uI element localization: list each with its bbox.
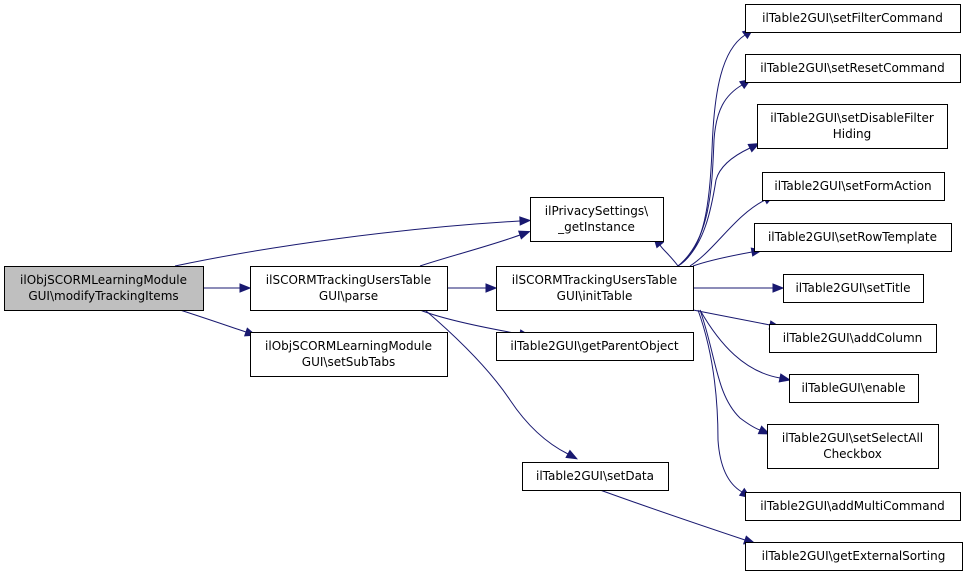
edge-inittable-to-setdisable — [677, 143, 761, 267]
node-getexternal[interactable]: ilTable2GUI\getExternalSorting — [745, 542, 963, 571]
node-label-line: ilTable2GUI\addMultiCommand — [760, 499, 945, 513]
node-label-line: ilTable2GUI\setResetCommand — [760, 61, 945, 75]
node-label-line: Hiding — [833, 127, 872, 141]
node-label-line: ilTable2GUI\setFilterCommand — [762, 11, 943, 25]
node-label-line: ilSCORMTrackingUsersTable — [512, 273, 677, 287]
node-label-line: ilTable2GUI\setDisableFilter — [770, 111, 934, 125]
edge-root-to-parse — [203, 283, 252, 293]
edge-root-to-setsubtabs — [179, 309, 257, 337]
node-label-line: ilObjSCORMLearningModule — [20, 273, 187, 287]
node-label-line: ilTable2GUI\setRowTemplate — [768, 230, 937, 244]
node-label-line: ilPrivacySettings\ — [545, 204, 649, 218]
node-label-line: ilSCORMTrackingUsersTable — [266, 273, 431, 287]
node-addmulti[interactable]: ilTable2GUI\addMultiCommand — [745, 492, 961, 521]
node-label-line: ilTable2GUI\setTitle — [795, 281, 910, 295]
edge-root-to-privacy — [174, 216, 532, 267]
node-label-line: GUI\initTable — [557, 289, 633, 303]
edge-parse-to-inittable — [447, 283, 498, 293]
edge-inittable-to-setreset — [677, 78, 752, 267]
node-label-line: ilTable2GUI\getParentObject — [510, 339, 678, 353]
node-settitle[interactable]: ilTable2GUI\setTitle — [783, 274, 924, 303]
node-label-line: ilTable2GUI\getExternalSorting — [762, 549, 946, 563]
call-nodes: ilObjSCORMLearningModuleGUI\modifyTracki… — [4, 4, 963, 571]
node-label-line: Checkbox — [823, 447, 882, 461]
node-label-line: GUI\modifyTrackingItems — [28, 289, 178, 303]
node-getparent[interactable]: ilTable2GUI\getParentObject — [496, 332, 694, 361]
node-setfilter[interactable]: ilTable2GUI\setFilterCommand — [745, 4, 961, 33]
node-setrow[interactable]: ilTable2GUI\setRowTemplate — [754, 223, 952, 252]
node-label-line: ilTableGUI\enable — [801, 381, 905, 395]
edge-inittable-to-setfilter — [677, 28, 754, 267]
node-label-line: _getInstance — [557, 220, 635, 234]
edge-inittable-to-settitle — [693, 283, 785, 293]
node-root[interactable]: ilObjSCORMLearningModuleGUI\modifyTracki… — [4, 266, 204, 311]
node-label-line: ilTable2GUI\setFormAction — [774, 179, 931, 193]
edge-inittable-to-setselect — [699, 309, 771, 435]
edge-inittable-to-addmulti — [697, 309, 752, 499]
node-setreset[interactable]: ilTable2GUI\setResetCommand — [745, 54, 961, 83]
node-enable[interactable]: ilTableGUI\enable — [789, 374, 919, 403]
node-label-line: ilTable2GUI\addColumn — [783, 331, 923, 345]
node-label-line: ilObjSCORMLearningModule — [265, 339, 432, 353]
node-label-line: ilTable2GUI\setData — [536, 469, 654, 483]
edge-parse-to-setdata — [424, 309, 578, 460]
node-label-line: GUI\parse — [319, 289, 378, 303]
node-label-line: ilTable2GUI\setSelectAll — [782, 431, 923, 445]
node-privacy[interactable]: ilPrivacySettings\ _getInstance — [530, 197, 664, 242]
edge-inittable-to-enable — [699, 309, 792, 383]
edge-inittable-to-setrow — [692, 247, 764, 267]
node-addcolumn[interactable]: ilTable2GUI\addColumn — [769, 324, 937, 353]
edge-setdata-to-getexternal — [599, 489, 756, 545]
node-label-line: GUI\setSubTabs — [302, 355, 395, 369]
node-setform[interactable]: ilTable2GUI\setFormAction — [762, 172, 945, 201]
node-setdata[interactable]: ilTable2GUI\setData — [522, 462, 669, 491]
edge-parse-to-privacy — [419, 230, 531, 267]
